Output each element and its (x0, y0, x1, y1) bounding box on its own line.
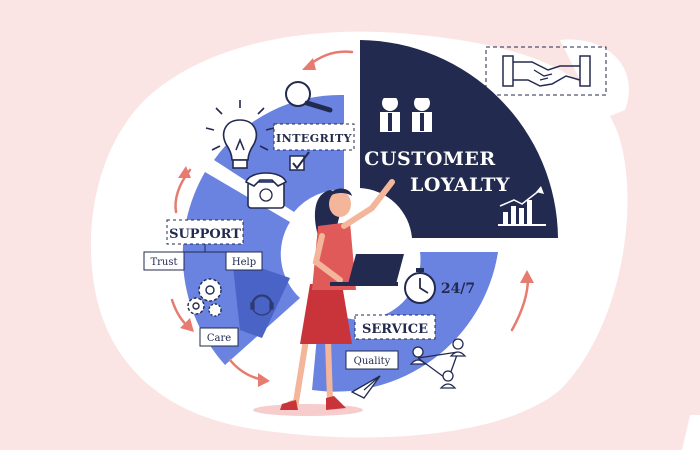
arrow-bottom-head (258, 373, 270, 387)
corner-blob (682, 415, 700, 450)
help-tag: Help (225, 251, 263, 271)
quality-tag: Quality (345, 350, 399, 370)
help-label: Help (232, 257, 256, 268)
arrow-top-head (302, 58, 316, 70)
arrow-right-head (520, 270, 534, 283)
segment-customer-loyalty (360, 40, 558, 238)
blob-lobe (560, 39, 629, 120)
availability-label: 24/7 (441, 281, 475, 297)
phone-icon (245, 172, 287, 209)
laptop-icon (348, 254, 404, 284)
people-icon (380, 94, 432, 132)
paper-plane-icon (350, 375, 381, 399)
cycle-arrows (170, 50, 534, 387)
arrow-left-head (178, 166, 191, 178)
integrity-label: INTEGRITY (276, 132, 352, 145)
magnifier-icon (285, 81, 333, 113)
floor-shadow (253, 404, 363, 416)
trust-tag: Trust (143, 251, 185, 271)
handshake-icon (485, 46, 607, 96)
woman-figure (253, 179, 404, 416)
quality-label: Quality (354, 356, 391, 367)
checkbox-icon (289, 151, 310, 171)
care-label: Care (207, 333, 231, 344)
service-label: SERVICE (362, 322, 428, 337)
customer-loyalty-title-line1: CUSTOMER (364, 148, 495, 170)
integrity-label-box: INTEGRITY (273, 123, 355, 151)
lightbulb-icon (205, 100, 275, 169)
headset-icon (250, 294, 274, 316)
service-label-box: SERVICE (354, 314, 436, 340)
bar-chart-icon (498, 186, 546, 226)
customer-loyalty-title-line2: LOYALTY (410, 174, 510, 196)
clock-icon (404, 268, 436, 304)
segment-support-inner (232, 258, 290, 338)
network-icon (409, 338, 467, 389)
care-tag: Care (199, 327, 239, 347)
arrow-bottom-left-head (180, 318, 194, 332)
support-label-box: SUPPORT (163, 219, 246, 256)
trust-label: Trust (150, 257, 177, 268)
support-label: SUPPORT (169, 227, 241, 242)
gears-icon (187, 278, 222, 317)
